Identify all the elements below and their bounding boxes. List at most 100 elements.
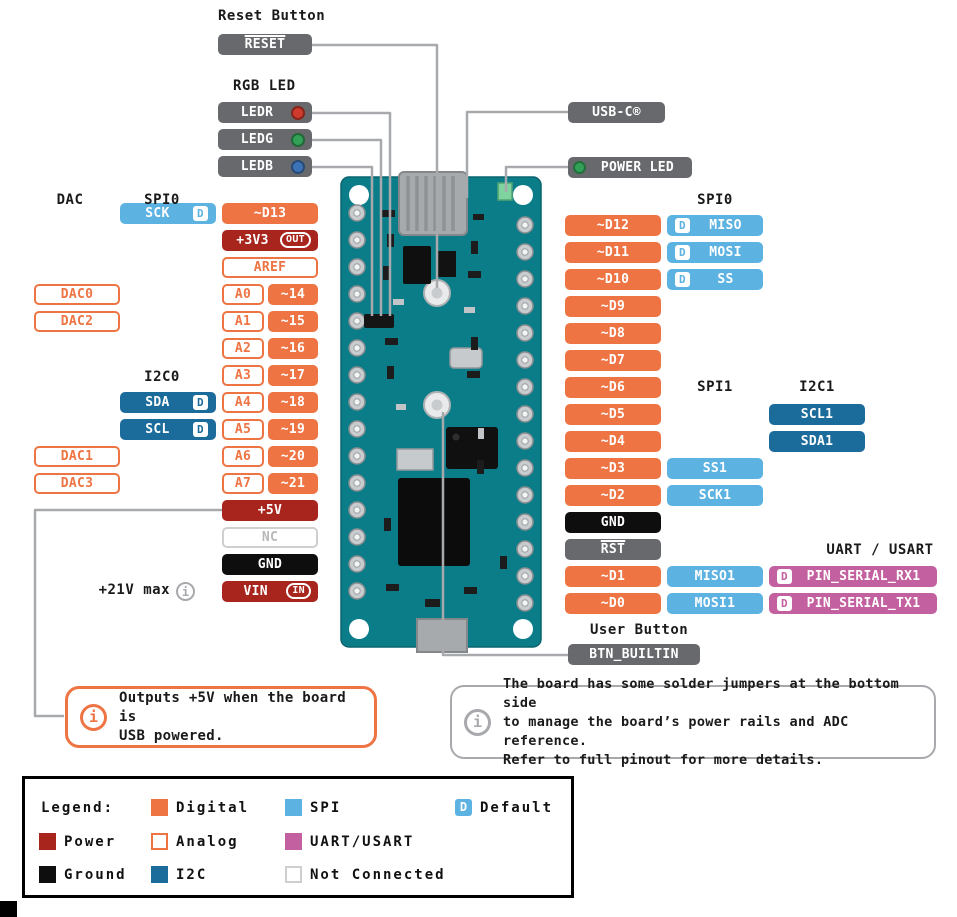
header-uart: UART / USART [826, 542, 934, 558]
pin-a2: A2 [222, 337, 264, 359]
pin-label: SCL1 [800, 406, 834, 422]
pin-a7: A7 [222, 472, 264, 494]
legend-swatch-nc [285, 866, 302, 883]
pin-d9: ~D9 [565, 295, 661, 317]
red-led-icon [291, 105, 305, 120]
pin-label: A6 [234, 448, 252, 464]
pin-label: ~16 [280, 340, 306, 356]
pin-16: ~16 [268, 337, 318, 359]
pin-d11: ~D11 [565, 241, 661, 263]
ledr-label: LEDR [240, 105, 274, 120]
info-icon: i [464, 708, 491, 736]
chip [438, 251, 456, 277]
pin-sck1: SCK1 [667, 484, 763, 506]
pin-label: ~D12 [596, 217, 630, 233]
corner-mark [0, 901, 17, 917]
pin-gnd: GND [222, 553, 318, 575]
pin-5v: +5V [222, 499, 318, 521]
pin-label: AREF [253, 259, 287, 275]
pin-d0: ~D0 [565, 592, 661, 614]
pin-label: DAC0 [60, 286, 94, 302]
pin-gnd: GND [565, 511, 661, 533]
header-spi0-right: SPI0 [697, 192, 733, 208]
user-button-pill-label: BTN_BUILTIN [589, 647, 679, 662]
legend-label-uart: UART/USART [310, 834, 415, 850]
pin-miso1: MISO1 [667, 565, 763, 587]
default-badge: D [777, 595, 792, 611]
pin-label: ~D13 [253, 205, 287, 221]
pin-label: MOSI1 [694, 595, 736, 611]
ledr-line [312, 111, 392, 316]
ledg-line [312, 138, 383, 316]
pin-label: ~D4 [600, 433, 626, 449]
pin-label: SCL [145, 421, 170, 437]
pin-aref: AREF [222, 256, 318, 278]
header-i2c0: I2C0 [144, 369, 180, 385]
legend-swatch-ground [39, 866, 56, 883]
legend-label-ground: Ground [64, 867, 127, 883]
pin-17: ~17 [268, 364, 318, 386]
pin-label: ~D9 [600, 298, 626, 314]
header-spi1: SPI1 [697, 379, 733, 395]
usb-power-note: i Outputs +5V when the board is USB powe… [65, 686, 377, 748]
pin-label: A5 [234, 421, 252, 437]
pin-pads [348, 204, 534, 612]
blue-led-icon [291, 159, 305, 174]
legend-label-i2c: I2C [176, 867, 208, 883]
pin-label: SS1 [702, 460, 728, 476]
header-spi0-left: SPI0 [144, 192, 180, 208]
pin-d2: ~D2 [565, 484, 661, 506]
pin-14: ~14 [268, 283, 318, 305]
secondary-chip [446, 427, 498, 469]
pin-label: A7 [234, 475, 252, 491]
pin-label: ~D3 [600, 460, 626, 476]
pin-label: PIN_SERIAL_TX1 [806, 595, 921, 611]
legend-swatch-digital [151, 799, 168, 816]
pin-label: SCK [145, 205, 170, 221]
default-badge: D [675, 271, 690, 287]
pin-label: +5V [257, 502, 283, 518]
pin-dac2: DAC2 [34, 310, 120, 332]
pin-d7: ~D7 [565, 349, 661, 371]
pin-label: SS [717, 271, 734, 287]
usb-pill: USB-C® [568, 102, 665, 123]
reset-line [312, 43, 439, 288]
default-badge: D [193, 394, 208, 410]
pin-label: ~20 [280, 448, 306, 464]
pin-d6: ~D6 [565, 376, 661, 398]
pin-label: A2 [234, 340, 252, 356]
pin-label: ~21 [280, 475, 306, 491]
pin-label: ~14 [280, 286, 306, 302]
legend-label-nc: Not Connected [310, 867, 446, 883]
pin-label: ~D10 [596, 271, 630, 287]
badge-out: OUT [280, 232, 311, 248]
pin-d10: ~D10 [565, 268, 661, 290]
pin-label: SDA1 [800, 433, 834, 449]
pin-dac0: DAC0 [34, 283, 120, 305]
rgb-led-component [364, 314, 394, 328]
pin-d3: ~D3 [565, 457, 661, 479]
legend-swatch-power [39, 833, 56, 850]
usb-connector [398, 171, 468, 236]
pin-label: DAC2 [60, 313, 94, 329]
pin-sda1: SDA1 [769, 430, 865, 452]
pin-label: ~D2 [600, 487, 626, 503]
ledb-pill: LEDB [218, 156, 312, 177]
pin-label: A3 [234, 367, 252, 383]
green-led-icon [291, 132, 305, 147]
chip [403, 246, 431, 284]
pin-label: ~D0 [600, 595, 626, 611]
pin-label: NC [261, 529, 279, 545]
pin-dac1: DAC1 [34, 445, 120, 467]
legend-label-default: Default [480, 800, 554, 816]
info-icon: i [80, 703, 107, 731]
pin-a3: A3 [222, 364, 264, 386]
pin-pinserialtx1: D PIN_SERIAL_TX1 [769, 592, 937, 614]
header-i2c1: I2C1 [799, 379, 835, 395]
legend-label-analog: Analog [176, 834, 239, 850]
legend-label-digital: Digital [176, 800, 250, 816]
pin-d13: ~D13 [222, 202, 318, 224]
